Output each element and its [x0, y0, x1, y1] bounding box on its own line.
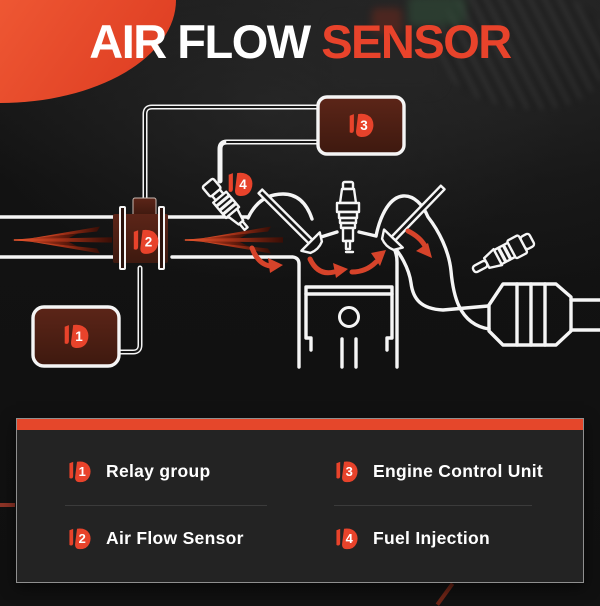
legend-label-fuel-injection: Fuel Injection [373, 527, 490, 548]
airflow-arrows-left [12, 226, 112, 254]
badge-ecu: 3 [349, 113, 374, 137]
catalytic-converter [487, 282, 600, 347]
legend-badge-3: 3 [334, 460, 359, 483]
legend-badge-3-number: 3 [346, 464, 353, 479]
legend-item-air-flow-sensor: 2 Air Flow Sensor [67, 525, 244, 551]
legend-panel: 1 Relay group 2 Air Flow Sensor 3 Engine… [16, 418, 584, 583]
decor-red-line-left [0, 503, 15, 507]
background-red-connector [372, 8, 402, 34]
legend-label-air-flow-sensor: Air Flow Sensor [106, 527, 244, 548]
legend-badge-4-number: 4 [346, 531, 354, 546]
legend-badge-2: 2 [67, 527, 92, 550]
badge-ecu-number: 3 [360, 118, 368, 133]
exhaust-valve [380, 184, 446, 252]
legend-badge-2-number: 2 [79, 531, 86, 546]
page-title: AIR FLOW SENSOR [0, 17, 600, 67]
legend-divider-left [65, 505, 267, 506]
badge-sensor: 2 [133, 229, 159, 254]
piston [304, 285, 394, 369]
engine-cylinder [246, 180, 491, 369]
badge-sensor-number: 2 [145, 235, 153, 250]
air-flow-sensor [113, 197, 168, 270]
legend-item-fuel-injection: 4 Fuel Injection [334, 525, 490, 551]
fuel-injector [201, 177, 249, 232]
combustion-flow-arrows [249, 228, 432, 278]
background-green-connector [408, 0, 466, 26]
intake-valve [257, 188, 324, 255]
legend-item-relay-group: 1 Relay group [67, 458, 210, 484]
legend-badge-4: 4 [334, 527, 359, 550]
wiring [117, 104, 321, 355]
spark-plug [335, 180, 361, 254]
legend-badge-1: 1 [67, 460, 92, 483]
title-airflow: AIR FLOW [89, 15, 322, 68]
legend-item-engine-control-unit: 3 Engine Control Unit [334, 458, 543, 484]
legend-accent-bar [17, 419, 583, 430]
badge-relay: 1 [64, 324, 89, 348]
badge-injector: 4 [228, 172, 253, 196]
legend-divider-right [334, 505, 532, 506]
legend-badge-1-number: 1 [79, 464, 86, 479]
airflow-arrows-right [183, 226, 283, 254]
legend-label-engine-control-unit: Engine Control Unit [373, 460, 543, 481]
badge-relay-number: 1 [75, 329, 83, 344]
badge-injector-number: 4 [239, 177, 247, 192]
title-sensor: SENSOR [321, 15, 512, 68]
oxygen-sensor [471, 232, 536, 274]
legend-label-relay-group: Relay group [106, 460, 211, 481]
